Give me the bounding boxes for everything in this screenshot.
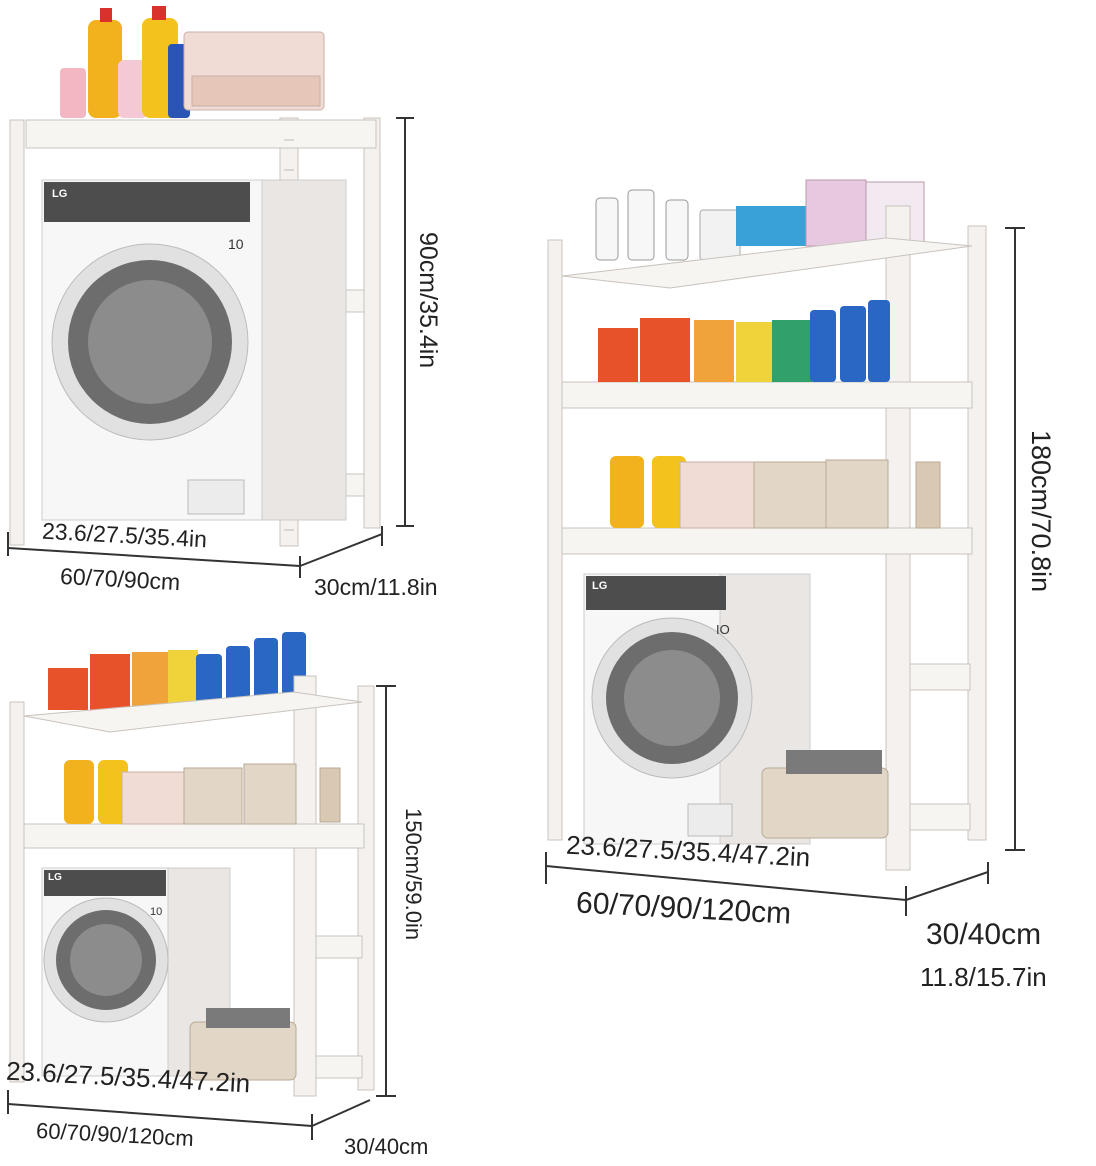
rack-medium-illustration: LG 10	[0, 620, 400, 1100]
rack-small-drawing	[9, 6, 381, 547]
washer-badge-medium: 10	[150, 906, 163, 918]
medium-shelf2-products	[64, 760, 341, 825]
rack-tall-drawing	[547, 179, 987, 871]
rack-tall-height-label: 180cm/70.8in	[1026, 430, 1056, 593]
rack-small-depth-label: 30cm/11.8in	[314, 574, 438, 600]
rack-medium-height-label: 150cm/59.0in	[401, 808, 426, 941]
washer-badge-tall: IO	[716, 622, 730, 637]
rack-small-height-label: 90cm/35.4in	[414, 232, 442, 369]
top-shelf-products	[60, 6, 325, 118]
washer-brand-small: LG	[52, 188, 68, 200]
rack-tall-illustration: LG IO	[540, 170, 1000, 890]
rack-medium-depth-label: 30/40cm	[344, 1134, 429, 1159]
washer-badge-small: 10	[228, 236, 244, 252]
tall-top-products	[595, 179, 925, 261]
rack-tall-depth-cm-label: 30/40cm	[926, 918, 1042, 951]
tall-shelf3-products	[610, 456, 941, 529]
tall-shelf2-products	[598, 300, 890, 382]
rack-medium-drawing	[9, 632, 375, 1097]
washer-brand-tall: LG	[592, 580, 608, 592]
rack-small-illustration: LG 10	[0, 0, 470, 600]
rack-tall-depth-in-label: 11.8/15.7in	[920, 962, 1047, 992]
washer-brand-medium: LG	[48, 872, 62, 883]
